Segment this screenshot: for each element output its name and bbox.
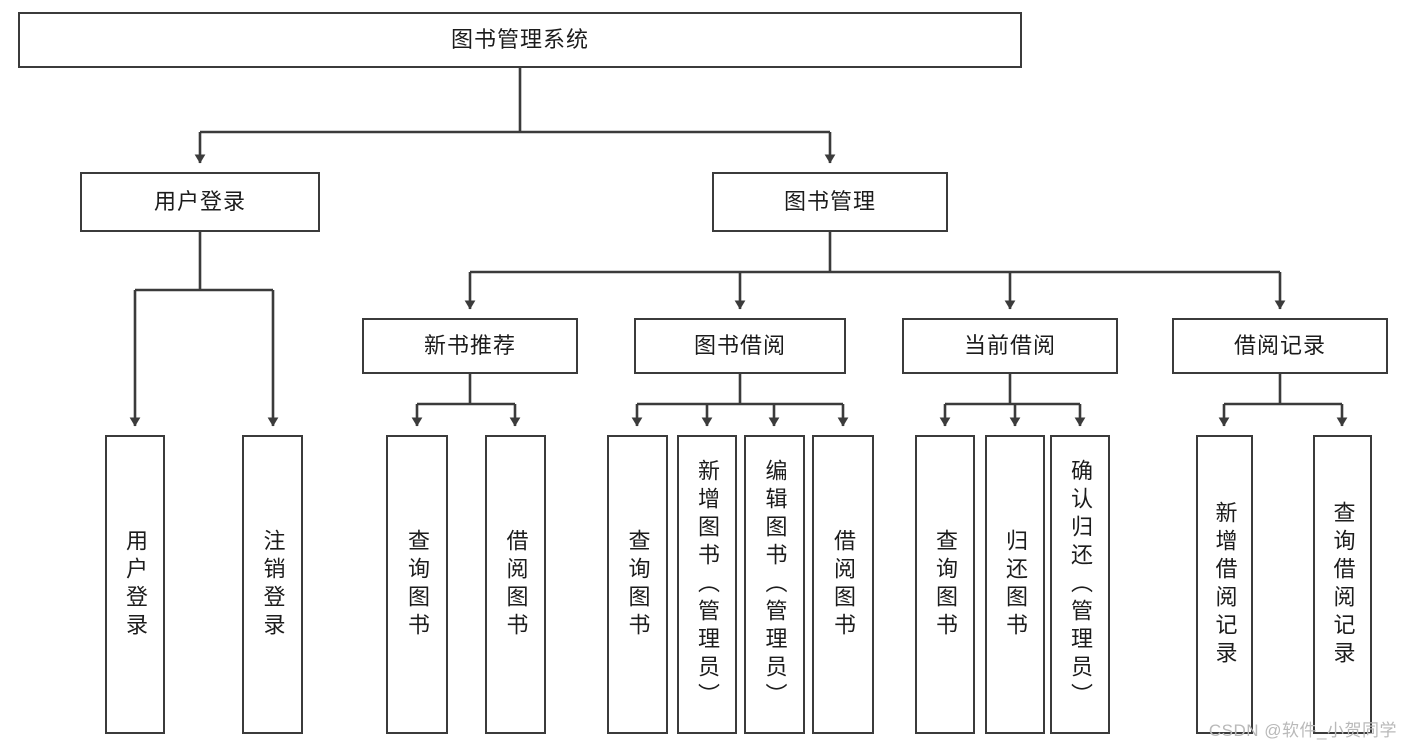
node-leaf-query-book-cur-label: 查询图书: [933, 528, 958, 641]
node-leaf-add-record[interactable]: 新增借阅记录: [1196, 435, 1253, 734]
node-user-login-label: 用户登录: [153, 188, 246, 214]
node-root[interactable]: 图书管理系统: [18, 12, 1022, 68]
node-leaf-confirm-return[interactable]: 确认归还（管理员）: [1050, 435, 1110, 734]
node-leaf-user-login-label: 用户登录: [123, 528, 148, 641]
node-leaf-edit-book-label: 编辑图书（管理员）: [762, 458, 788, 711]
node-leaf-borrow-book-rec[interactable]: 借阅图书: [485, 435, 546, 734]
node-leaf-borrow-book-rec-label: 借阅图书: [503, 528, 529, 641]
node-new-book-recommend-label: 新书推荐: [423, 332, 516, 358]
node-leaf-query-book-borrow[interactable]: 查询图书: [607, 435, 668, 734]
node-leaf-add-book-label: 新增图书（管理员）: [695, 458, 720, 711]
node-book-borrow-label: 图书借阅: [693, 332, 786, 358]
node-leaf-query-record-label: 查询借阅记录: [1330, 500, 1356, 669]
node-leaf-query-book-rec[interactable]: 查询图书: [386, 435, 448, 734]
node-leaf-query-book-cur[interactable]: 查询图书: [915, 435, 975, 734]
node-leaf-confirm-return-label: 确认归还（管理员）: [1068, 458, 1093, 711]
node-book-manage[interactable]: 图书管理: [712, 172, 948, 232]
node-leaf-logout[interactable]: 注销登录: [242, 435, 303, 734]
node-user-login[interactable]: 用户登录: [80, 172, 320, 232]
node-borrow-record-label: 借阅记录: [1233, 332, 1326, 358]
node-new-book-recommend[interactable]: 新书推荐: [362, 318, 578, 374]
watermark-text: CSDN @软件_小贺同学: [1208, 721, 1397, 740]
node-leaf-query-book-rec-label: 查询图书: [405, 528, 430, 641]
node-book-borrow[interactable]: 图书借阅: [634, 318, 846, 374]
node-book-manage-label: 图书管理: [783, 188, 876, 214]
node-leaf-query-record[interactable]: 查询借阅记录: [1313, 435, 1372, 734]
node-leaf-edit-book[interactable]: 编辑图书（管理员）: [744, 435, 805, 734]
node-leaf-add-book[interactable]: 新增图书（管理员）: [677, 435, 737, 734]
node-leaf-return-book[interactable]: 归还图书: [985, 435, 1045, 734]
node-leaf-query-book-borrow-label: 查询图书: [625, 528, 651, 641]
node-leaf-add-record-label: 新增借阅记录: [1212, 500, 1238, 669]
node-leaf-borrow-book[interactable]: 借阅图书: [812, 435, 874, 734]
node-leaf-borrow-book-label: 借阅图书: [831, 528, 856, 641]
node-current-borrow[interactable]: 当前借阅: [902, 318, 1118, 374]
node-borrow-record[interactable]: 借阅记录: [1172, 318, 1388, 374]
node-root-label: 图书管理系统: [450, 26, 589, 52]
node-leaf-user-login[interactable]: 用户登录: [105, 435, 165, 734]
node-current-borrow-label: 当前借阅: [963, 332, 1056, 358]
node-leaf-logout-label: 注销登录: [260, 528, 286, 641]
node-leaf-return-book-label: 归还图书: [1003, 528, 1028, 641]
